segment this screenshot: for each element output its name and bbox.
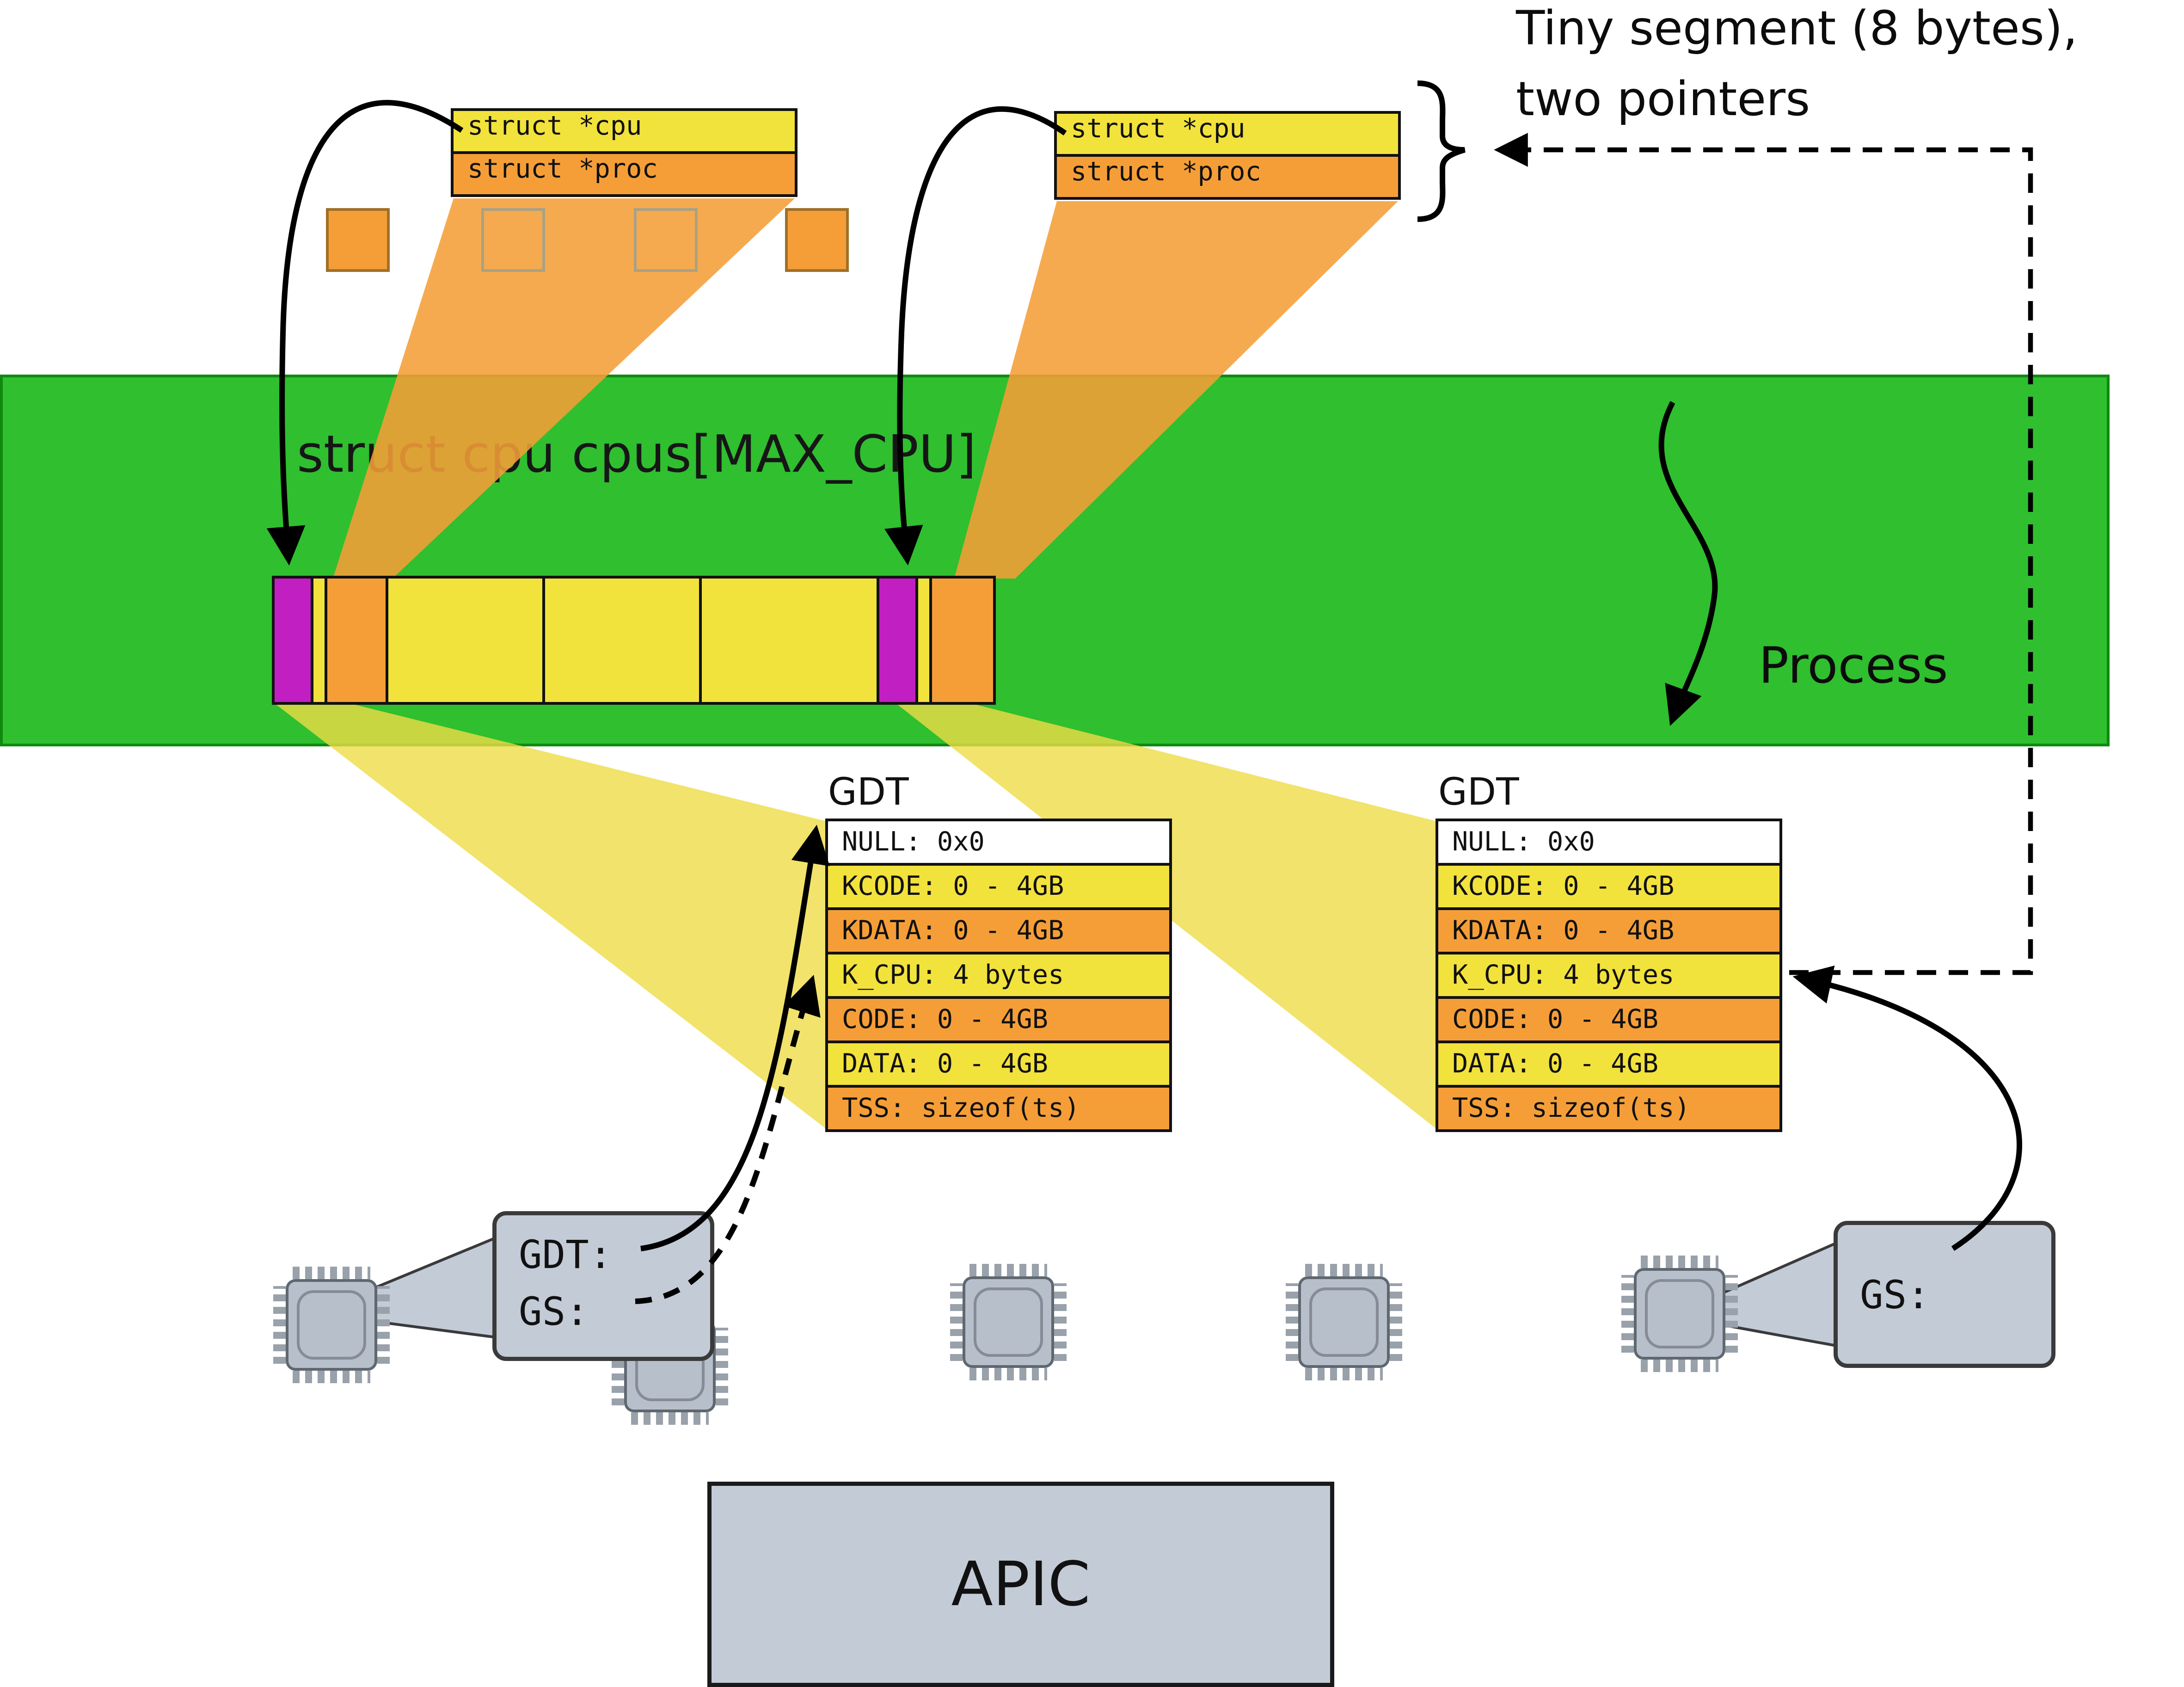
apic-label: APIC <box>951 1549 1091 1620</box>
gdt-title-right: GDT <box>1438 771 1519 814</box>
gdt-row-kcpu: K_CPU: 4 bytes <box>825 952 1172 999</box>
gdt-register-label: GDT: <box>519 1232 613 1278</box>
struct-proc-pointer-row: struct *proc <box>1054 154 1401 200</box>
gdt-table-left: NULL: 0x0 KCODE: 0 - 4GB KDATA: 0 - 4GB … <box>825 819 1172 1132</box>
gdt-row-kcode: KCODE: 0 - 4GB <box>1436 863 1782 910</box>
gs-register-label: GS: <box>1860 1271 1930 1318</box>
gdt-row-tss: TSS: sizeof(ts) <box>1436 1085 1782 1132</box>
apic-box: APIC <box>707 1482 1334 1687</box>
gdt-row-data: DATA: 0 - 4GB <box>825 1041 1172 1088</box>
chip-pins <box>1054 1283 1067 1361</box>
chip-pins <box>1621 1275 1634 1353</box>
chip-pins <box>631 1412 709 1425</box>
cpu-chip-0 <box>273 1267 390 1383</box>
tiny-segment-annotation: Tiny segment (8 bytes), two pointers <box>1516 0 2078 136</box>
chip-pins <box>716 1328 728 1405</box>
struct-proc-pointer-row: struct *proc <box>451 151 798 197</box>
chip-pins <box>1725 1275 1738 1353</box>
gdt-row-kdata: KDATA: 0 - 4GB <box>825 907 1172 954</box>
array-cell <box>699 576 879 705</box>
cpu3-register-callout: GS: <box>1834 1221 2055 1368</box>
chip-pins <box>1390 1283 1402 1361</box>
annotation-line-1: Tiny segment (8 bytes), <box>1516 1 2078 57</box>
chip-pins <box>969 1368 1047 1380</box>
gdt-row-kdata: KDATA: 0 - 4GB <box>1436 907 1782 954</box>
array-element-square-filled-1 <box>326 208 390 272</box>
array-cell <box>386 576 545 705</box>
pointer-box-right: struct *cpu struct *proc <box>1054 111 1401 200</box>
gdt-row-data: DATA: 0 - 4GB <box>1436 1041 1782 1088</box>
chip-body <box>1634 1268 1725 1360</box>
annotation-line-2: two pointers <box>1516 72 1810 128</box>
arrow-gdt-register-to-gdt <box>640 825 830 1251</box>
gdt-title-left: GDT <box>828 771 909 814</box>
gdt-row-code: CODE: 0 - 4GB <box>825 996 1172 1043</box>
chip-pins <box>377 1286 390 1364</box>
chip-body <box>286 1279 377 1371</box>
cpu-chip-1 <box>950 1264 1067 1380</box>
chip-pins <box>1305 1264 1383 1276</box>
brace-icon <box>1417 80 1466 222</box>
arrow-gs-register-to-kcpu-right <box>1792 965 2022 1251</box>
chip-pins <box>273 1286 286 1364</box>
gdt-row-kcpu: K_CPU: 4 bytes <box>1436 952 1782 999</box>
right-callout-tail <box>1721 1241 1838 1348</box>
cpu-chip-3 <box>1621 1256 1738 1372</box>
cpu0-register-callout: GDT: GS: <box>492 1211 714 1361</box>
gdt-row-tss: TSS: sizeof(ts) <box>825 1085 1172 1132</box>
chip-pins <box>293 1267 370 1279</box>
chip-pins <box>1286 1283 1298 1361</box>
array-cell-pointers-0 <box>325 576 388 705</box>
gdt-row-kcode: KCODE: 0 - 4GB <box>825 863 1172 910</box>
array-element-square-filled-2 <box>785 208 849 272</box>
array-cell-percpu-seg-0 <box>272 576 313 705</box>
array-cell-pointers-1 <box>929 576 996 705</box>
chip-body <box>963 1276 1054 1368</box>
chip-pins <box>1641 1360 1718 1372</box>
struct-cpu-pointer-row: struct *cpu <box>1054 111 1401 157</box>
array-cell-percpu-seg-1 <box>877 576 918 705</box>
array-element-square-outline-1 <box>481 208 545 272</box>
gdt-row-null: NULL: 0x0 <box>825 819 1172 866</box>
array-element-square-outline-2 <box>634 208 698 272</box>
cpus-array-declaration-label: struct cpu cpus[MAX_CPU] <box>297 425 976 484</box>
array-cell <box>542 576 702 705</box>
gdt-row-code: CODE: 0 - 4GB <box>1436 996 1782 1043</box>
chip-pins <box>969 1264 1047 1276</box>
gdt-row-null: NULL: 0x0 <box>1436 819 1782 866</box>
cpu-chip-2 <box>1286 1264 1402 1380</box>
chip-body <box>1298 1276 1390 1368</box>
process-label: Process <box>1759 638 1948 695</box>
gdt-table-right: NULL: 0x0 KCODE: 0 - 4GB KDATA: 0 - 4GB … <box>1436 819 1782 1132</box>
pointer-box-left: struct *cpu struct *proc <box>451 108 798 197</box>
struct-cpu-pointer-row: struct *cpu <box>451 108 798 154</box>
chip-pins <box>1305 1368 1383 1380</box>
gs-register-label: GS: <box>519 1289 589 1335</box>
chip-pins <box>1641 1256 1718 1268</box>
fan-left-array-to-gdt <box>275 703 827 1129</box>
chip-pins <box>950 1283 963 1361</box>
cpus-array <box>272 576 996 705</box>
chip-pins <box>293 1371 370 1383</box>
